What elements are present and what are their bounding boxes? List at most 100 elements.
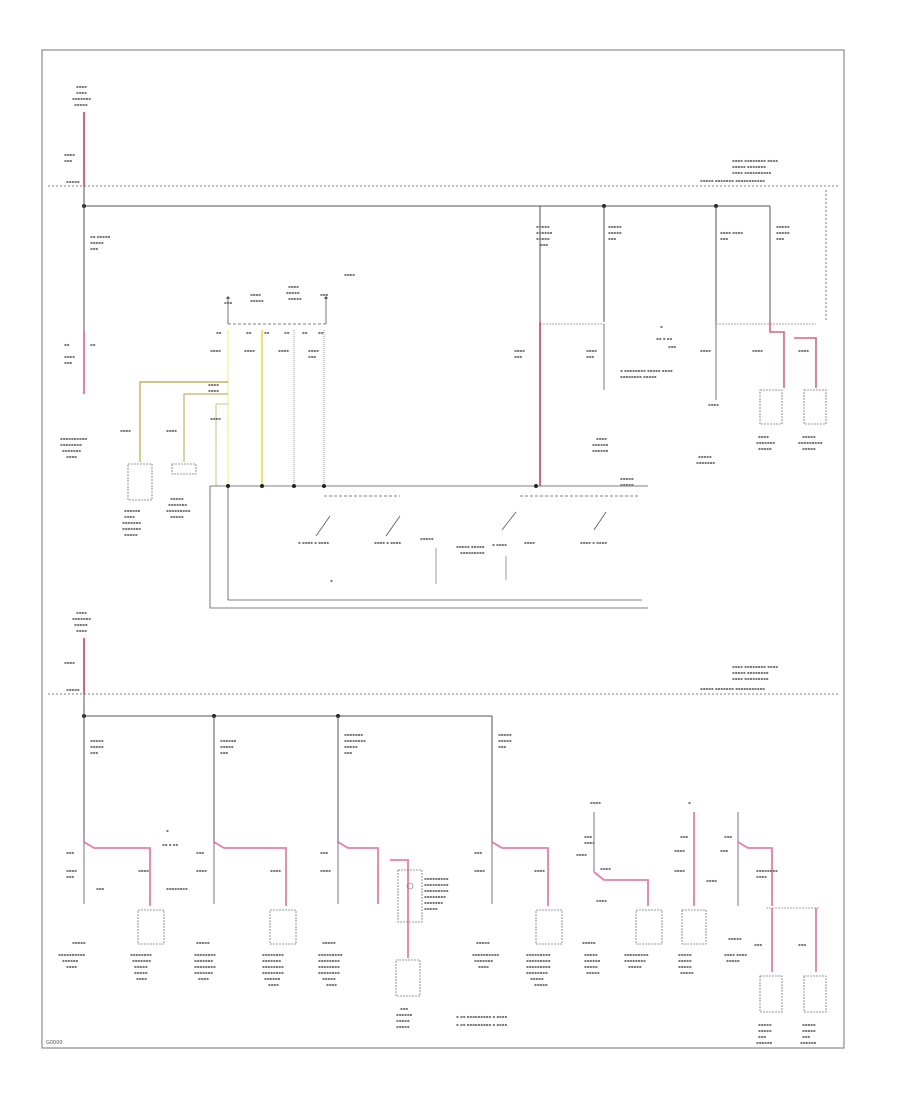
- switch-bus: ▪▪▪▪▪▪▪▪▪▪ ▪ ▪▪▪▪ ▪ ▪▪▪▪▪▪▪▪ ▪ ▪▪▪▪ ▪▪▪▪…: [209, 476, 648, 609]
- svg-text:▪▪▪▪▪: ▪▪▪▪▪: [344, 744, 358, 749]
- svg-text:▪▪▪▪▪▪▪▪: ▪▪▪▪▪▪▪▪: [624, 958, 646, 963]
- svg-text:▪▪▪: ▪▪▪: [668, 344, 676, 349]
- svg-text:▪▪▪: ▪▪▪: [66, 850, 74, 855]
- svg-text:▪▪▪▪ ▪▪▪▪: ▪▪▪▪ ▪▪▪▪: [724, 952, 747, 957]
- svg-text:▪▪▪▪: ▪▪▪▪: [76, 84, 87, 89]
- svg-text:▪▪▪▪: ▪▪▪▪: [758, 434, 769, 439]
- svg-text:▪▪▪▪: ▪▪▪▪: [576, 852, 587, 857]
- svg-text:▪▪▪▪▪: ▪▪▪▪▪: [584, 952, 598, 957]
- lower-power-feed: ▪▪▪▪▪▪▪▪▪▪▪ ▪▪▪▪▪▪▪▪▪ ▪▪▪▪: [64, 610, 91, 694]
- svg-text:▪▪▪▪▪▪: ▪▪▪▪▪▪: [756, 1040, 773, 1045]
- svg-text:▪▪▪▪▪ ▪▪▪▪▪▪▪▪: ▪▪▪▪▪ ▪▪▪▪▪▪▪▪: [732, 670, 769, 675]
- svg-text:▪▪▪: ▪▪▪: [344, 750, 352, 755]
- svg-text:▪▪▪▪▪: ▪▪▪▪▪: [74, 102, 88, 107]
- upper-bus: [82, 186, 827, 332]
- svg-text:▪▪▪▪▪: ▪▪▪▪▪: [620, 476, 634, 481]
- svg-text:▪▪▪▪: ▪▪▪▪: [196, 868, 207, 873]
- svg-text:▪▪▪▪▪: ▪▪▪▪▪: [196, 940, 210, 945]
- svg-text:▪▪▪: ▪▪▪: [724, 834, 732, 839]
- svg-text:▪▪▪: ▪▪▪: [720, 236, 728, 241]
- top-power-feed: ▪▪▪▪ ▪▪▪▪ ▪▪▪▪▪▪▪ ▪▪▪▪▪ ▪▪▪▪ ▪▪▪: [64, 84, 91, 186]
- svg-text:▪▪▪▪▪: ▪▪▪▪▪: [322, 976, 336, 981]
- svg-text:▪▪▪: ▪▪▪: [540, 242, 548, 247]
- svg-text:▪▪▪▪▪▪▪▪: ▪▪▪▪▪▪▪▪: [166, 886, 188, 891]
- svg-text:▪▪▪▪▪▪▪▪: ▪▪▪▪▪▪▪▪: [318, 964, 340, 969]
- svg-text:▪▪▪▪▪▪▪: ▪▪▪▪▪▪▪: [62, 448, 81, 453]
- center-connector: ▪▪▪ ▪▪▪▪▪▪▪▪▪ ▪▪▪▪▪▪▪▪▪▪▪▪▪▪ ▪▪▪ ▪▪▪▪ ▪▪…: [210, 272, 355, 486]
- lower-branch-3: ▪▪▪▪▪▪▪ ▪▪▪▪▪▪▪▪▪▪▪▪▪▪▪▪▪▪▪▪▪▪▪▪▪▪▪ ▪▪▪▪…: [318, 841, 449, 1029]
- svg-text:▪▪▪▪▪▪▪▪▪: ▪▪▪▪▪▪▪▪▪: [798, 440, 823, 445]
- lower-branch-6: ▪ ▪▪▪▪▪▪▪ ▪▪▪▪▪▪▪▪ ▪▪▪▪▪▪▪▪▪▪ ▪▪▪▪▪▪▪▪▪▪: [674, 800, 717, 975]
- svg-text:▪▪▪: ▪▪▪: [798, 942, 806, 947]
- svg-text:▪▪▪▪▪▪: ▪▪▪▪▪▪: [592, 448, 609, 453]
- svg-text:▪▪▪▪: ▪▪▪▪: [64, 354, 75, 359]
- svg-text:▪▪▪▪: ▪▪▪▪: [326, 982, 337, 987]
- upper-right-drops: ▪▪▪▪▪▪▪ ▪▪▪▪▪▪▪ ▪▪▪▪▪▪▪▪▪▪▪▪▪▪▪▪ ▪▪▪ ▪ ▪…: [514, 322, 827, 486]
- svg-text:▪▪▪▪▪: ▪▪▪▪▪: [620, 482, 634, 487]
- svg-text:▪▪▪▪▪: ▪▪▪▪▪: [758, 1028, 772, 1033]
- svg-text:▪▪▪▪: ▪▪▪▪: [700, 348, 711, 353]
- left-red-drop: ▪▪▪▪ ▪▪▪▪▪▪▪ ▪▪▪▪▪▪▪▪▪▪▪▪▪▪▪▪▪▪ ▪▪▪▪▪▪▪▪…: [60, 332, 96, 459]
- svg-text:▪▪▪▪: ▪▪▪▪: [534, 868, 545, 873]
- svg-text:▪▪▪▪▪: ▪▪▪▪▪: [678, 952, 692, 957]
- svg-text:▪▪▪: ▪▪▪: [754, 942, 762, 947]
- svg-text:▪▪: ▪▪: [246, 330, 252, 335]
- svg-text:▪▪▪▪: ▪▪▪▪: [756, 874, 767, 879]
- svg-text:▪▪▪▪: ▪▪▪▪: [244, 348, 255, 353]
- svg-text:▪▪▪▪▪: ▪▪▪▪▪: [72, 940, 86, 945]
- svg-text:▪▪▪▪▪: ▪▪▪▪▪: [728, 936, 742, 941]
- svg-text:▪▪▪▪: ▪▪▪▪: [120, 428, 131, 433]
- svg-text:▪▪▪▪: ▪▪▪▪: [138, 868, 149, 873]
- svg-text:▪▪▪▪: ▪▪▪▪: [210, 416, 221, 421]
- svg-text:▪▪▪: ▪▪▪: [320, 850, 328, 855]
- svg-text:▪▪▪▪▪: ▪▪▪▪▪: [322, 940, 336, 945]
- svg-text:▪▪▪▪▪: ▪▪▪▪▪: [536, 236, 550, 241]
- legend: ▪ ▪▪ ▪▪▪▪▪▪▪▪▪ ▪ ▪▪▪▪ ▪ ▪▪ ▪▪▪▪▪▪▪▪▪ ▪ ▪…: [456, 1014, 507, 1027]
- svg-text:▪▪▪▪: ▪▪▪▪: [596, 898, 607, 903]
- svg-text:▪ ▪▪▪▪▪▪▪▪ ▪▪▪▪▪ ▪▪▪▪: ▪ ▪▪▪▪▪▪▪▪ ▪▪▪▪▪ ▪▪▪▪: [620, 368, 673, 373]
- svg-text:▪▪▪: ▪▪▪: [802, 1034, 810, 1039]
- svg-text:▪▪▪▪▪: ▪▪▪▪▪: [608, 230, 622, 235]
- svg-text:▪▪▪▪▪: ▪▪▪▪▪: [758, 1022, 772, 1027]
- lower-branch-2: ▪▪▪▪▪▪▪▪▪▪▪ ▪▪▪▪▪ ▪▪▪▪▪▪▪▪▪▪▪▪▪▪▪ ▪▪▪▪▪▪…: [194, 841, 297, 987]
- lower-fuse-block-line: ▪▪▪▪ ▪▪▪▪▪▪▪▪ ▪▪▪▪▪▪▪▪▪ ▪▪▪▪▪▪▪▪ ▪▪▪▪ ▪▪…: [48, 664, 838, 695]
- svg-text:▪▪▪▪▪▪: ▪▪▪▪▪▪: [592, 442, 609, 447]
- svg-text:▪▪▪▪▪: ▪▪▪▪▪: [530, 976, 544, 981]
- svg-text:▪▪▪▪▪: ▪▪▪▪▪: [802, 1022, 816, 1027]
- svg-text:▪▪▪: ▪▪▪: [220, 750, 228, 755]
- svg-text:▪▪▪: ▪▪▪: [498, 744, 506, 749]
- svg-text:▪▪▪▪: ▪▪▪▪: [308, 348, 319, 353]
- svg-text:▪▪▪▪: ▪▪▪▪: [586, 348, 597, 353]
- svg-text:▪▪▪▪▪: ▪▪▪▪▪: [124, 532, 138, 537]
- svg-text:▪▪▪▪: ▪▪▪▪: [270, 868, 281, 873]
- svg-text:▪▪▪▪▪▪: ▪▪▪▪▪▪: [584, 958, 601, 963]
- svg-text:▪▪▪▪▪: ▪▪▪▪▪: [170, 496, 184, 501]
- svg-text:▪▪▪: ▪▪▪: [776, 236, 784, 241]
- svg-text:▪▪▪▪▪▪▪: ▪▪▪▪▪▪▪: [194, 970, 213, 975]
- svg-text:▪▪▪▪▪▪▪: ▪▪▪▪▪▪▪: [122, 526, 141, 531]
- svg-text:▪▪▪▪▪▪: ▪▪▪▪▪▪: [396, 1012, 413, 1017]
- svg-text:▪▪▪: ▪▪▪: [584, 834, 592, 839]
- svg-text:▪▪▪▪▪: ▪▪▪▪▪: [608, 224, 622, 229]
- svg-text:▪▪▪▪▪: ▪▪▪▪▪: [396, 1024, 410, 1029]
- svg-text:▪▪▪▪▪: ▪▪▪▪▪: [90, 738, 104, 743]
- svg-text:▪▪▪▪: ▪▪▪▪: [344, 272, 355, 277]
- svg-text:▪ ▪▪▪▪: ▪ ▪▪▪▪: [492, 542, 507, 547]
- svg-text:▪▪▪▪: ▪▪▪▪: [198, 976, 209, 981]
- svg-text:▪▪▪▪▪▪▪▪: ▪▪▪▪▪▪▪▪: [60, 442, 82, 447]
- svg-text:▪▪▪▪▪▪: ▪▪▪▪▪▪: [220, 738, 237, 743]
- svg-text:▪▪▪▪▪ ▪▪▪▪▪▪▪ ▪▪▪▪▪▪▪▪▪▪▪: ▪▪▪▪▪ ▪▪▪▪▪▪▪ ▪▪▪▪▪▪▪▪▪▪▪: [700, 686, 765, 691]
- svg-text:▪▪▪: ▪▪▪: [96, 886, 104, 891]
- svg-text:▪▪▪▪: ▪▪▪▪: [208, 382, 219, 387]
- svg-text:▪▪▪▪▪: ▪▪▪▪▪: [220, 744, 234, 749]
- svg-text:▪▪▪▪▪: ▪▪▪▪▪: [758, 446, 772, 451]
- svg-text:▪▪▪▪: ▪▪▪▪: [798, 348, 809, 353]
- svg-text:▪▪ ▪ ▪▪: ▪▪ ▪ ▪▪: [162, 842, 178, 847]
- svg-text:▪▪▪▪▪▪▪: ▪▪▪▪▪▪▪: [756, 440, 775, 445]
- left-modules: ▪▪▪▪▪▪▪▪▪▪ ▪▪▪▪▪▪▪▪▪▪▪▪▪▪▪▪▪▪▪ ▪▪▪▪▪▪▪▪▪…: [122, 463, 197, 537]
- svg-text:▪: ▪: [688, 800, 691, 805]
- svg-text:▪▪▪▪▪: ▪▪▪▪▪: [680, 970, 694, 975]
- svg-text:▪▪▪▪: ▪▪▪▪: [474, 868, 485, 873]
- svg-text:▪▪▪▪▪: ▪▪▪▪▪: [134, 970, 148, 975]
- svg-text:▪▪▪▪▪▪▪: ▪▪▪▪▪▪▪: [168, 502, 187, 507]
